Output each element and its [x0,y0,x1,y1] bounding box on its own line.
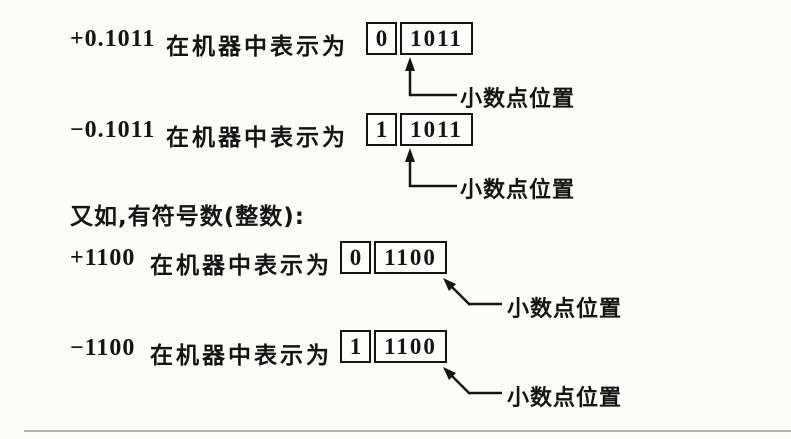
signed-value-label: −0.1011 [70,117,156,143]
magnitude-cell: 1100 [374,330,447,363]
decimal-point-label: 小数点位置 [460,178,576,203]
signed-value-label: +0.1011 [70,26,156,52]
decimal-point-arrow [405,148,457,188]
sign-bit-cell: 0 [366,22,397,55]
magnitude-cell: 1100 [374,241,447,274]
magnitude-cell: 1011 [400,113,473,146]
decimal-point-label: 小数点位置 [460,87,576,112]
decimal-point-arrow [405,57,457,97]
magnitude-cell: 1011 [400,22,473,55]
register-box: 1 1100 [340,330,447,363]
sign-bit-cell: 0 [340,241,371,274]
register-box: 1 1011 [366,113,473,146]
decimal-point-arrow [443,278,502,306]
signed-value-label: +1100 [70,245,136,271]
integer-example-heading: 又如,有符号数(整数): [70,204,305,230]
register-box: 0 1100 [340,241,447,274]
register-box: 0 1011 [366,22,473,55]
scan-artifact-line [24,430,791,432]
decimal-point-arrow [443,367,502,395]
caption-text: 在机器中表示为 [166,125,348,151]
caption-text: 在机器中表示为 [150,343,332,369]
sign-bit-cell: 1 [366,113,397,146]
decimal-point-label: 小数点位置 [507,297,623,322]
decimal-point-label: 小数点位置 [507,386,623,411]
signed-value-label: −1100 [70,335,136,361]
caption-text: 在机器中表示为 [166,34,348,60]
caption-text: 在机器中表示为 [150,253,332,279]
sign-bit-cell: 1 [340,330,371,363]
